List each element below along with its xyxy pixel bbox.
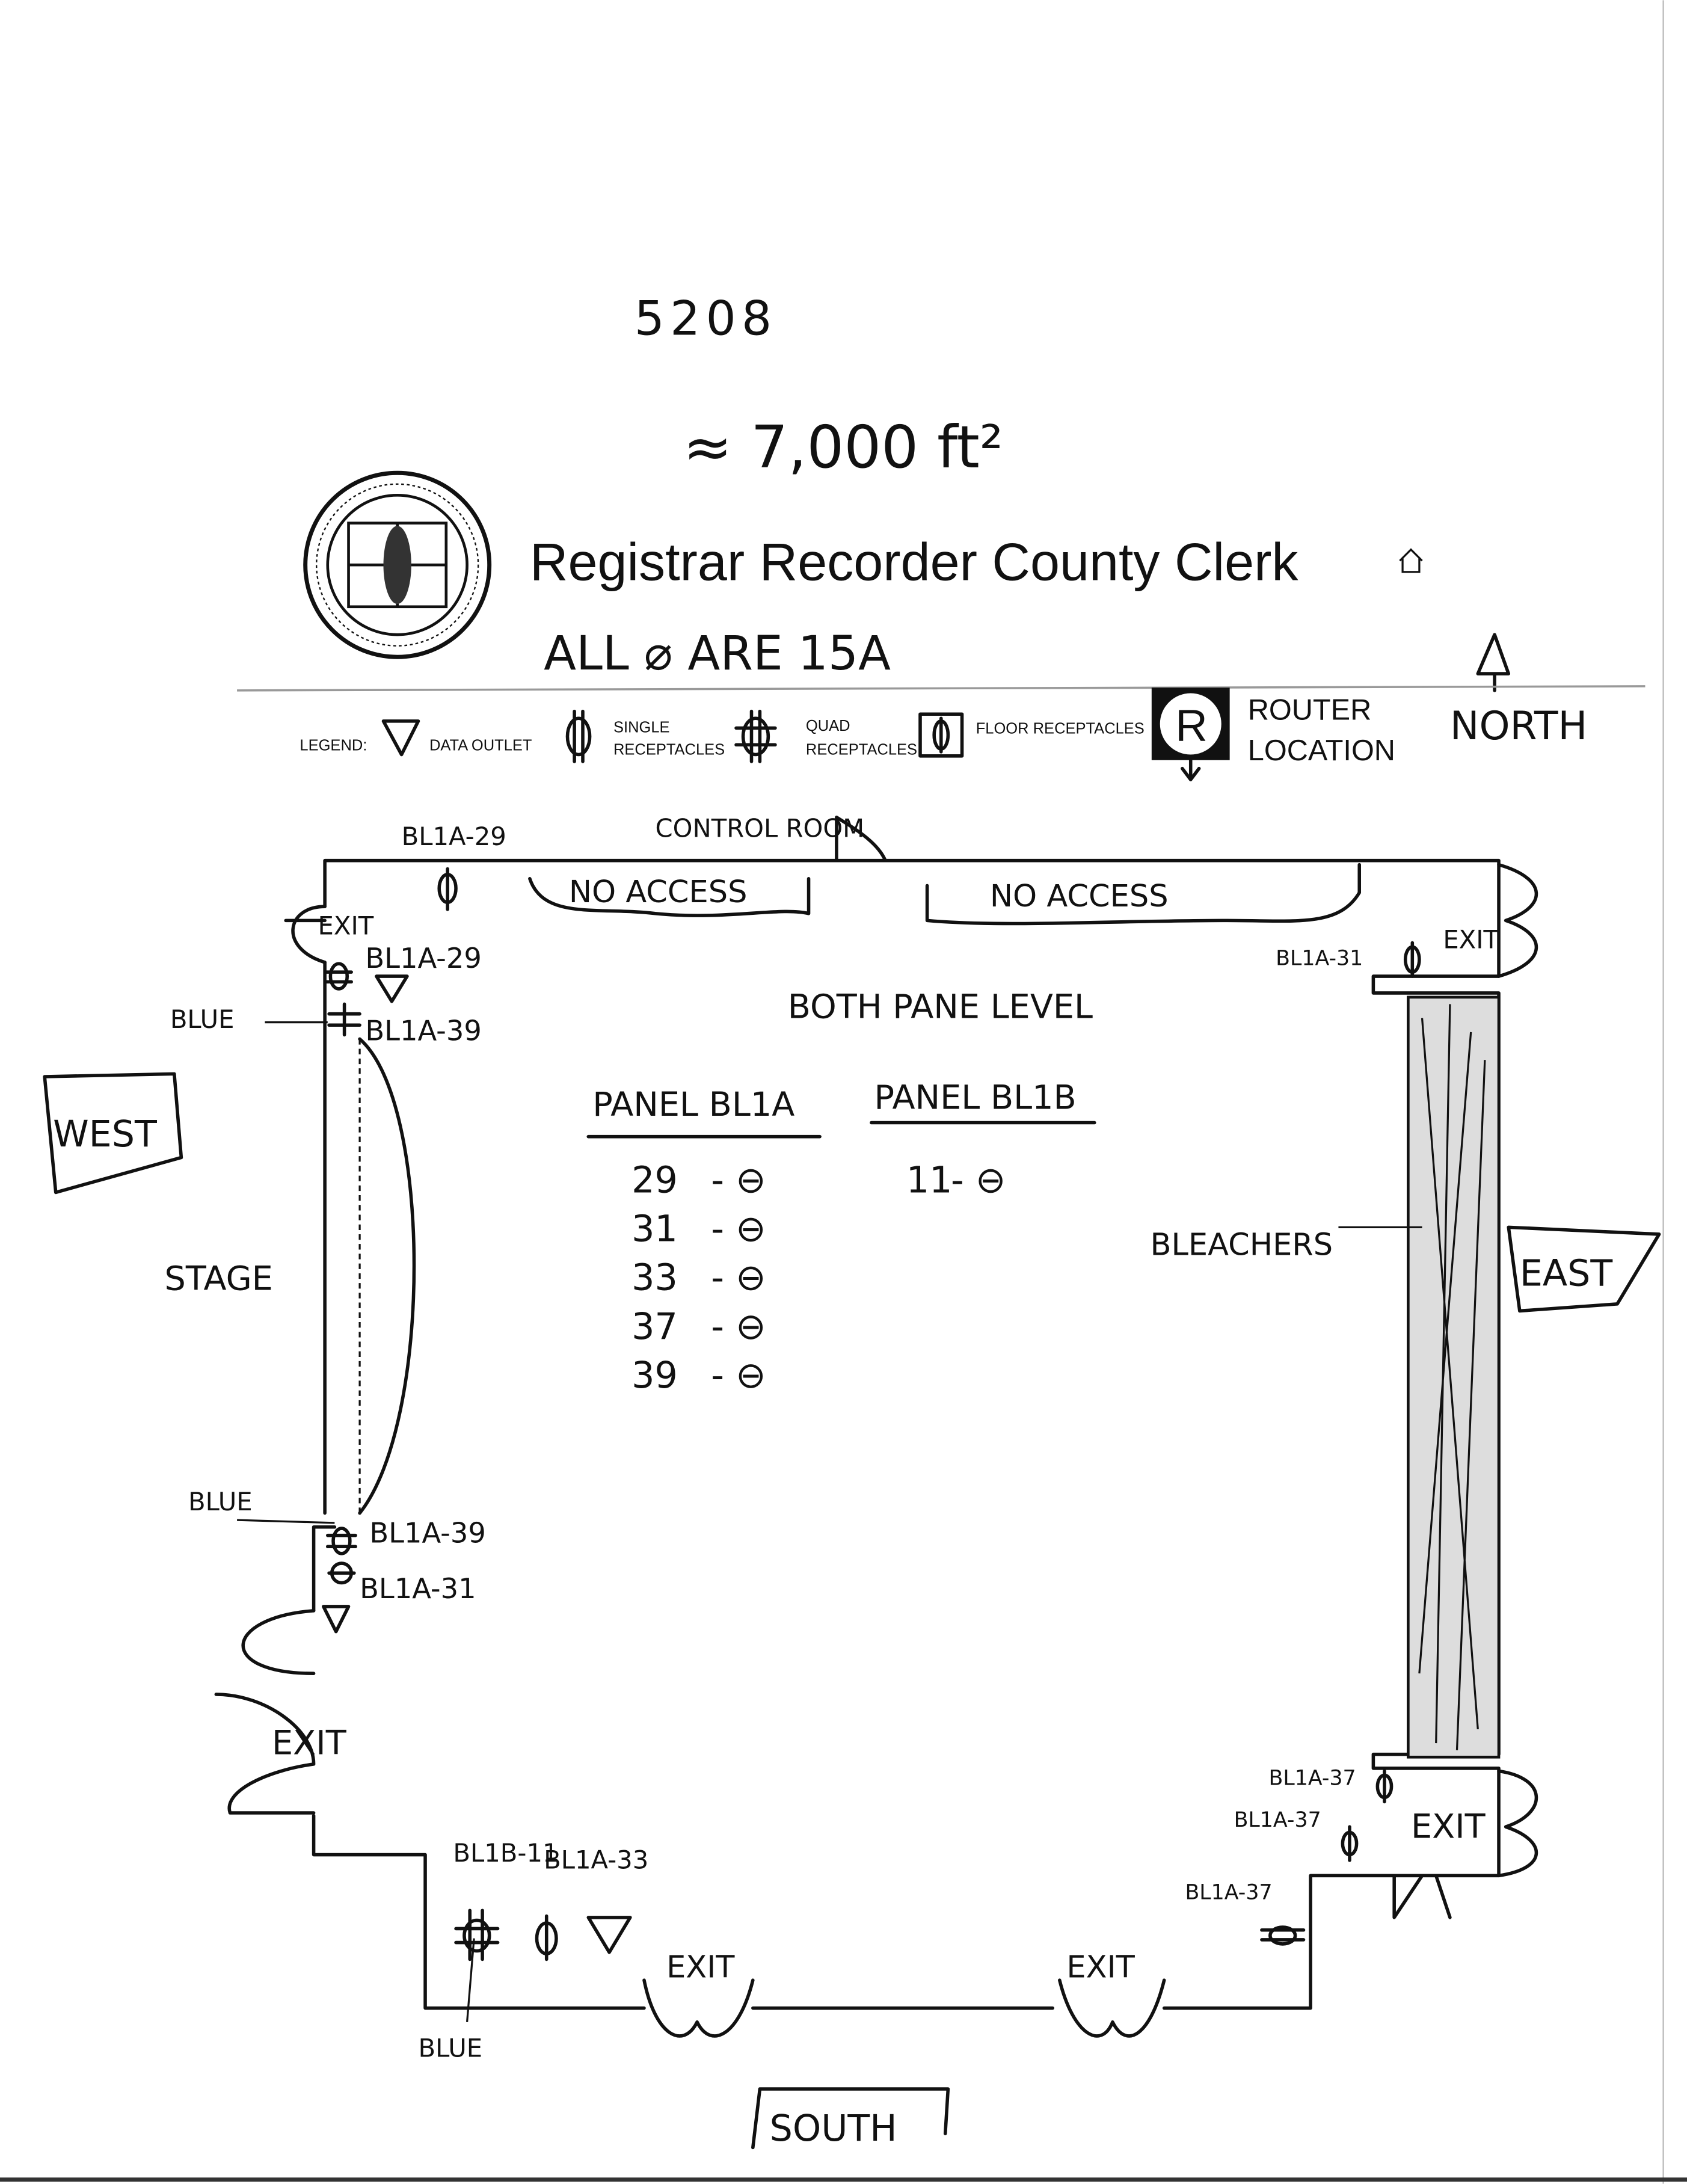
job-number: 5208 [635, 291, 778, 346]
panel-row-circuit: 33 [631, 1257, 678, 1299]
circuit-label: BL1B-11 [453, 1838, 558, 1868]
svg-text:EAST: EAST [1520, 1253, 1613, 1295]
panel-row-circuit: 39 [631, 1355, 678, 1397]
stage-label: STAGE [165, 1260, 273, 1299]
exit-label: EXIT [1443, 925, 1499, 955]
single-receptacle-icon [1341, 1825, 1359, 1862]
quad-receptacle-icon [327, 1002, 361, 1037]
svg-text:LEGEND:: LEGEND: [300, 737, 367, 754]
county-seal-logo [303, 470, 492, 659]
panel-row-mark: - ⊖ [711, 1257, 766, 1299]
panel-row-circuit: 31 [631, 1208, 678, 1250]
svg-text:SINGLE: SINGLE [613, 719, 670, 736]
svg-text:DATA OUTLET: DATA OUTLET [429, 737, 532, 754]
exit-label: EXIT [666, 1950, 735, 1986]
panel-row-mark: - ⊖ [711, 1355, 766, 1397]
page-title: Registrar Recorder County Clerk [530, 532, 1299, 592]
circuit-label: BL1A-29 [365, 942, 482, 974]
svg-text:FLOOR RECEPTACLES: FLOOR RECEPTACLES [976, 721, 1145, 737]
west-label-box: WEST [43, 1072, 183, 1195]
control-room-label: CONTROL ROOM [656, 813, 865, 843]
quad-receptacle-icon [734, 709, 777, 763]
panel-row-mark: - ⊖ [951, 1159, 1006, 1201]
circuit-label: BL1A-31 [1276, 947, 1363, 971]
blue-label: BLUE [418, 2034, 482, 2063]
no-access-label: NO ACCESS [569, 875, 748, 910]
data-outlet-icon [375, 974, 409, 1003]
svg-text:RECEPTACLES: RECEPTACLES [613, 742, 725, 758]
svg-text:R: R [1175, 700, 1208, 750]
quad-receptacle-icon [325, 1527, 357, 1555]
svg-text:WEST: WEST [53, 1113, 157, 1155]
no-access-label: NO ACCESS [990, 879, 1169, 914]
east-label-box: EAST [1507, 1225, 1661, 1313]
bleachers-label: BLEACHERS [1151, 1228, 1333, 1263]
exit-label: EXIT [1066, 1950, 1135, 1986]
circuit-label: BL1A-33 [544, 1845, 648, 1875]
single-receptacle-icon [1403, 941, 1421, 978]
single-receptacle-icon [327, 1561, 356, 1585]
data-outlet-icon [322, 1605, 351, 1634]
svg-text:RECEPTACLES: RECEPTACLES [806, 742, 917, 758]
svg-text:PANEL BL1B: PANEL BL1B [874, 1078, 1077, 1117]
circuit-label: BL1A-29 [402, 822, 506, 851]
building-outline [214, 816, 1538, 2038]
south-label-box: SOUTH [751, 2087, 950, 2150]
blue-label: BLUE [170, 1004, 235, 1034]
svg-text:LOCATION: LOCATION [1248, 734, 1395, 767]
single-receptacle-icon [565, 709, 592, 763]
data-outlet-icon [586, 1916, 632, 1954]
north-label: NORTH [1450, 704, 1587, 749]
single-receptacle-icon [535, 1914, 558, 1961]
area-note: ≈ 7,000 ft² [683, 413, 1003, 481]
circuit-label: BL1A-37 [1185, 1881, 1272, 1905]
panel-bl1a: PANEL BL1A 29 - ⊖ 31 - ⊖ 33 - ⊖ 37 - ⊖ 3… [586, 1085, 822, 1397]
panel-row-mark: - ⊖ [711, 1159, 766, 1201]
circuit-label: BL1A-31 [360, 1572, 476, 1605]
svg-text:SOUTH: SOUTH [770, 2108, 897, 2150]
svg-text:ROUTER: ROUTER [1248, 694, 1372, 727]
quad-receptacle-icon [324, 962, 353, 991]
single-receptacle-icon [1375, 1769, 1394, 1804]
exit-label: EXIT [1411, 1807, 1486, 1847]
blue-label: BLUE [188, 1487, 253, 1516]
legend: LEGEND: DATA OUTLET SINGLE RECEPTACLES Q… [300, 687, 1395, 782]
svg-text:QUAD: QUAD [806, 718, 850, 734]
exit-label: EXIT [272, 1724, 347, 1763]
panel-row-circuit: 37 [631, 1306, 678, 1348]
circuit-label: BL1A-37 [1234, 1808, 1321, 1832]
svg-text:PANEL BL1A: PANEL BL1A [592, 1085, 794, 1124]
panel-row-circuit: 11 [906, 1159, 953, 1201]
north-arrow-icon [1476, 633, 1511, 692]
exit-label: EXIT [318, 911, 374, 941]
both-panel-label: BOTH PANE LEVEL [788, 988, 1093, 1027]
home-icon [1399, 548, 1423, 573]
quad-receptacle-icon [454, 1909, 500, 1961]
floor-receptacle-icon [918, 712, 964, 758]
single-receptacle-icon [437, 867, 458, 911]
circuit-label: BL1A-39 [365, 1015, 482, 1047]
panel-row-circuit: 29 [631, 1159, 678, 1201]
circuit-label: BL1A-37 [1269, 1767, 1356, 1791]
amperage-note: ALL ⌀ ARE 15A [544, 626, 891, 681]
panel-row-mark: - ⊖ [711, 1208, 766, 1250]
header-divider [237, 685, 1646, 692]
router-icon: R [1151, 687, 1230, 782]
circuit-label: BL1A-39 [369, 1516, 486, 1549]
data-outlet-icon [381, 719, 420, 757]
floor-receptacle-icon [1260, 1925, 1306, 1946]
panel-row-mark: - ⊖ [711, 1306, 766, 1348]
panel-bl1b: PANEL BL1B 11 - ⊖ [870, 1078, 1096, 1201]
